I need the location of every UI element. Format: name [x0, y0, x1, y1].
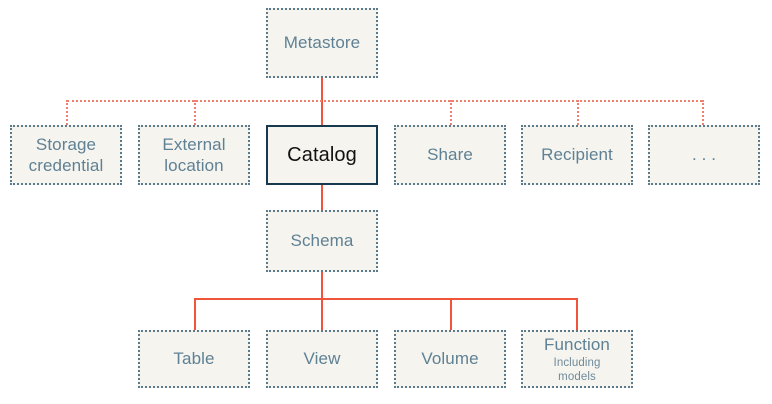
edge-drop-share [450, 100, 452, 125]
node-function[interactable]: Function Including models [521, 330, 633, 388]
node-function-sublabel: Including models [553, 356, 601, 384]
node-table-label: Table [173, 349, 215, 369]
edge-bus-metastore-children [67, 100, 702, 102]
node-more[interactable]: . . . [648, 125, 760, 185]
node-recipient-label: Recipient [541, 145, 613, 165]
node-recipient[interactable]: Recipient [521, 125, 633, 185]
edge-drop-volume [450, 298, 452, 330]
node-catalog-label: Catalog [287, 143, 357, 166]
node-volume-label: Volume [421, 349, 479, 369]
node-share-label: Share [427, 145, 473, 165]
edge-drop-function [576, 298, 578, 330]
node-view-label: View [303, 349, 341, 369]
node-function-label: Function [543, 334, 610, 354]
edge-drop-recipient [577, 100, 579, 125]
edge-drop-table [194, 298, 196, 330]
node-external-location-label: External location [162, 134, 226, 175]
node-metastore[interactable]: Metastore [266, 8, 378, 78]
node-schema[interactable]: Schema [266, 210, 378, 272]
node-external-location[interactable]: External location [138, 125, 250, 185]
node-storage-credential-label: Storage credential [28, 134, 104, 175]
edge-bus-schema-children [195, 298, 577, 300]
node-schema-label: Schema [290, 231, 354, 251]
node-storage-credential[interactable]: Storage credential [10, 125, 122, 185]
node-metastore-label: Metastore [283, 33, 361, 53]
edge-catalog-to-schema [321, 185, 323, 210]
node-more-label: . . . [691, 145, 717, 165]
node-view[interactable]: View [266, 330, 378, 388]
node-volume[interactable]: Volume [394, 330, 506, 388]
node-share[interactable]: Share [394, 125, 506, 185]
edge-schema-stem [321, 272, 323, 330]
node-table[interactable]: Table [138, 330, 250, 388]
edge-drop-external-location [194, 100, 196, 125]
edge-drop-storage-credential [66, 100, 68, 125]
node-catalog[interactable]: Catalog [266, 125, 378, 185]
edge-drop-more [702, 100, 704, 125]
